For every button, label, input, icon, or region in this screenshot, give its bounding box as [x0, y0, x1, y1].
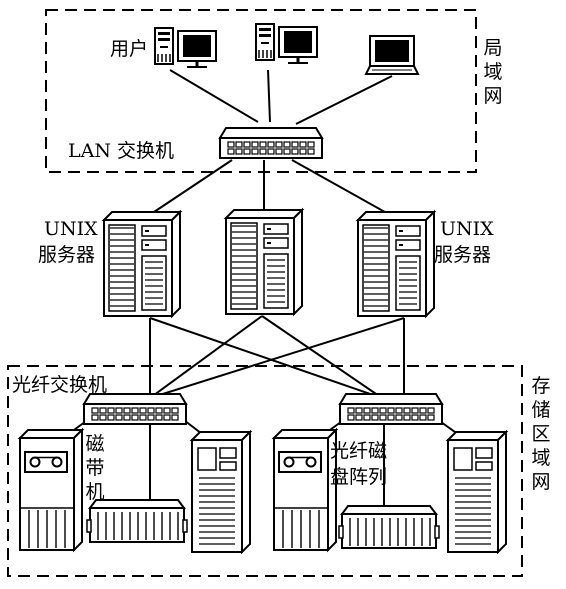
tape-drive-text: 磁带机 [85, 433, 105, 503]
unix-server-right-label-line2: 服务器 [434, 244, 492, 266]
disk-enclosure-icon [86, 499, 188, 543]
lan-side-label: 局域网 [482, 36, 504, 108]
disk-array-icon [338, 505, 440, 549]
lan-boundary [45, 9, 477, 173]
storage-tower-icon [191, 431, 251, 553]
server-center-icon [225, 209, 303, 315]
unix-server-right-icon [357, 211, 435, 317]
san-side-text: 存储区域网 [531, 375, 551, 493]
storage-tower-icon [447, 431, 507, 553]
lan-side-text: 局域网 [483, 37, 503, 107]
laptop-icon [365, 35, 419, 75]
unix-server-left-icon [103, 211, 181, 317]
unix-server-left-label-line2: 服务器 [38, 244, 96, 266]
user-label: 用户 [110, 38, 149, 60]
connection-lines [59, 69, 467, 510]
fc-switch-label: 光纤交换机 [12, 374, 108, 396]
disk-array-label-line1: 光纤磁 [330, 440, 388, 462]
desktop-computer-icon [153, 26, 218, 69]
san-side-label: 存储区域网 [530, 374, 552, 494]
san-boundary [7, 365, 523, 577]
unix-server-right-label-line1: UNIX [440, 218, 494, 240]
tape-drive-label: 磁带机 [84, 432, 106, 504]
unix-server-left-label-line1: UNIX [44, 218, 98, 240]
desktop-computer-icon [254, 22, 319, 65]
lan-switch-label: LAN 交换机 [68, 140, 175, 162]
storage-unit-icon [273, 429, 337, 551]
tape-drive-icon [19, 429, 83, 551]
fc-switch-right-icon [339, 393, 443, 425]
fc-switch-left-icon [83, 393, 187, 425]
disk-array-label-line2: 盘阵列 [330, 466, 388, 488]
lan-switch-icon [219, 127, 323, 159]
